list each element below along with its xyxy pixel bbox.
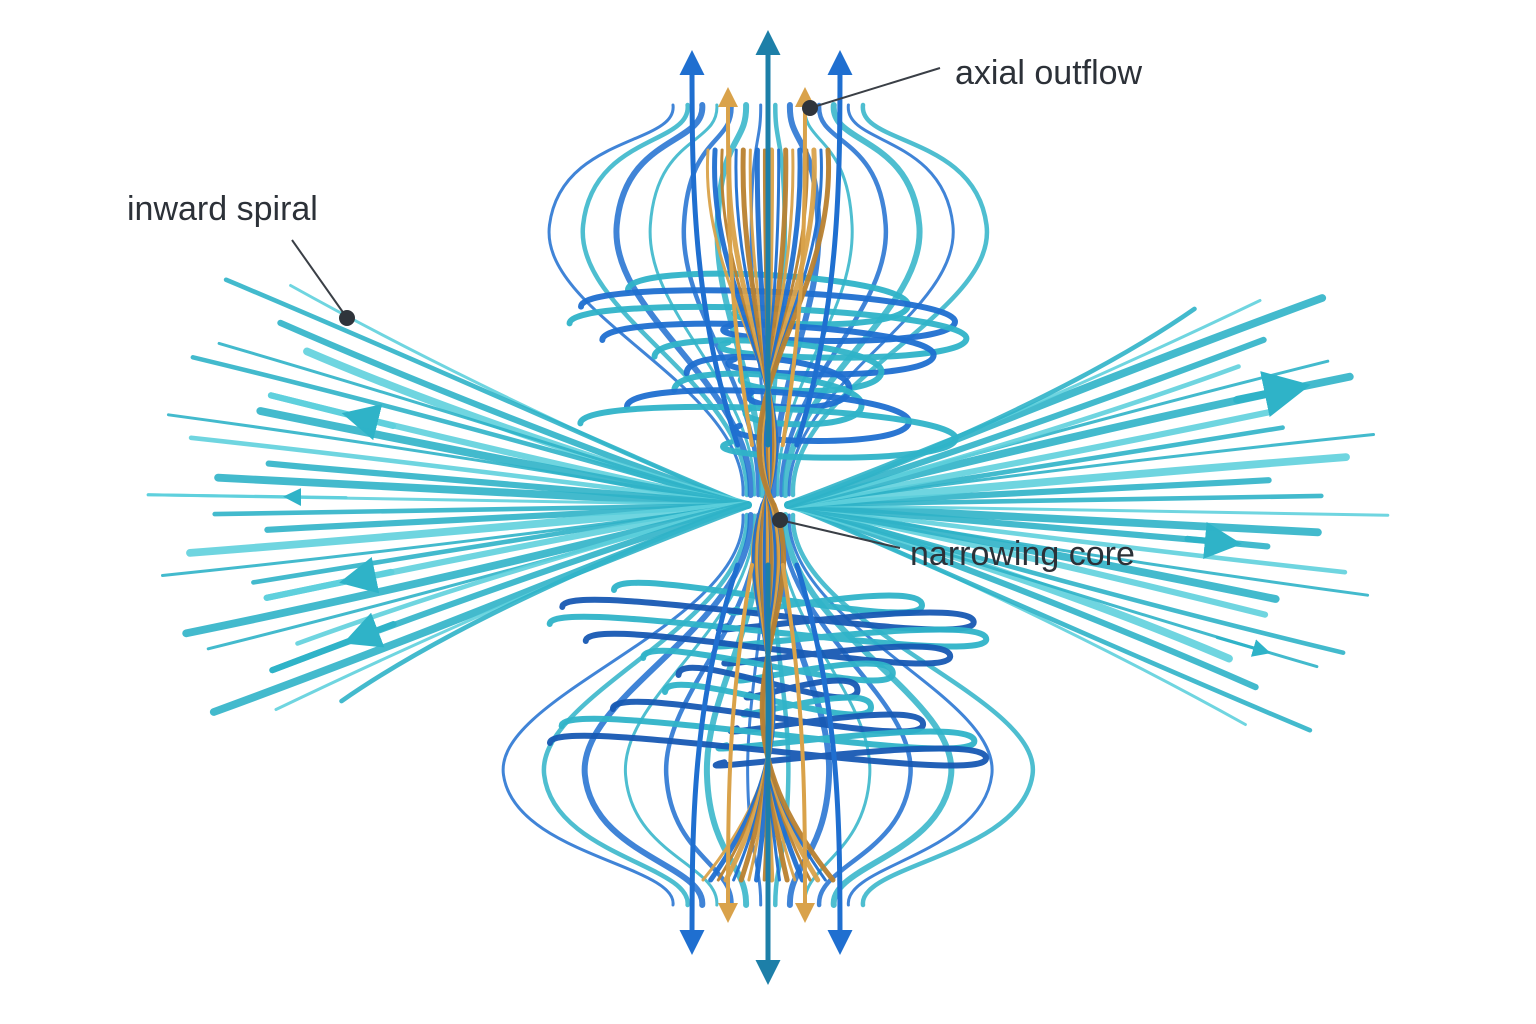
flare-streamline (547, 103, 745, 497)
axial-arrow-up (794, 50, 853, 448)
dot-icon (802, 100, 818, 116)
axial-arrow-up (679, 50, 741, 448)
axial-arrow-up (718, 87, 754, 447)
inflow-streamline (339, 502, 751, 704)
outflow-arrow (1233, 371, 1311, 418)
flare-streamline (664, 512, 761, 908)
outflow-streamline (785, 306, 1197, 508)
inflow-streamlines-left (146, 277, 752, 716)
spiral-coil (546, 613, 990, 650)
core-strand (756, 147, 832, 508)
outflow-arrow (1184, 522, 1242, 560)
spiral-coil (651, 337, 885, 394)
callout-inward-spiral: inward spiral (127, 190, 355, 326)
outflow-arrow (1215, 636, 1271, 657)
spiral-coil (546, 732, 990, 769)
callout-label-narrowing-core: narrowing core (910, 535, 1135, 573)
dot-icon (339, 310, 355, 326)
outflow-streamlines-right (784, 294, 1390, 733)
leader-line (809, 67, 941, 109)
spiral-coil (558, 715, 978, 752)
callout-narrowing-core: narrowing core (772, 512, 1135, 573)
inflow-arrow (267, 392, 397, 441)
axial-arrow-down (679, 562, 741, 955)
flare-streamline (648, 103, 757, 497)
flare-streamline (501, 513, 745, 907)
axial-outflow-arrows (679, 30, 853, 985)
leader-line (291, 239, 348, 319)
inflow-arrow (146, 487, 348, 506)
inflow-arrow (263, 557, 395, 601)
axial-arrow-down (780, 563, 815, 923)
callout-label-axial-outflow: axial outflow (955, 54, 1143, 92)
inflow-arrow (269, 612, 397, 674)
flare-streamline (541, 512, 750, 908)
flare-streamline (779, 102, 888, 498)
axial-arrow-down (794, 562, 853, 955)
dot-icon (772, 512, 788, 528)
callout-axial-outflow: axial outflow (802, 54, 1143, 116)
spiral-coil (582, 630, 954, 667)
flare-streamline (581, 512, 754, 908)
leader-line (779, 519, 901, 549)
axial-arrow-down (718, 563, 754, 923)
callout-label-inward-spiral: inward spiral (127, 190, 318, 228)
axial-arrow-up (780, 87, 815, 447)
